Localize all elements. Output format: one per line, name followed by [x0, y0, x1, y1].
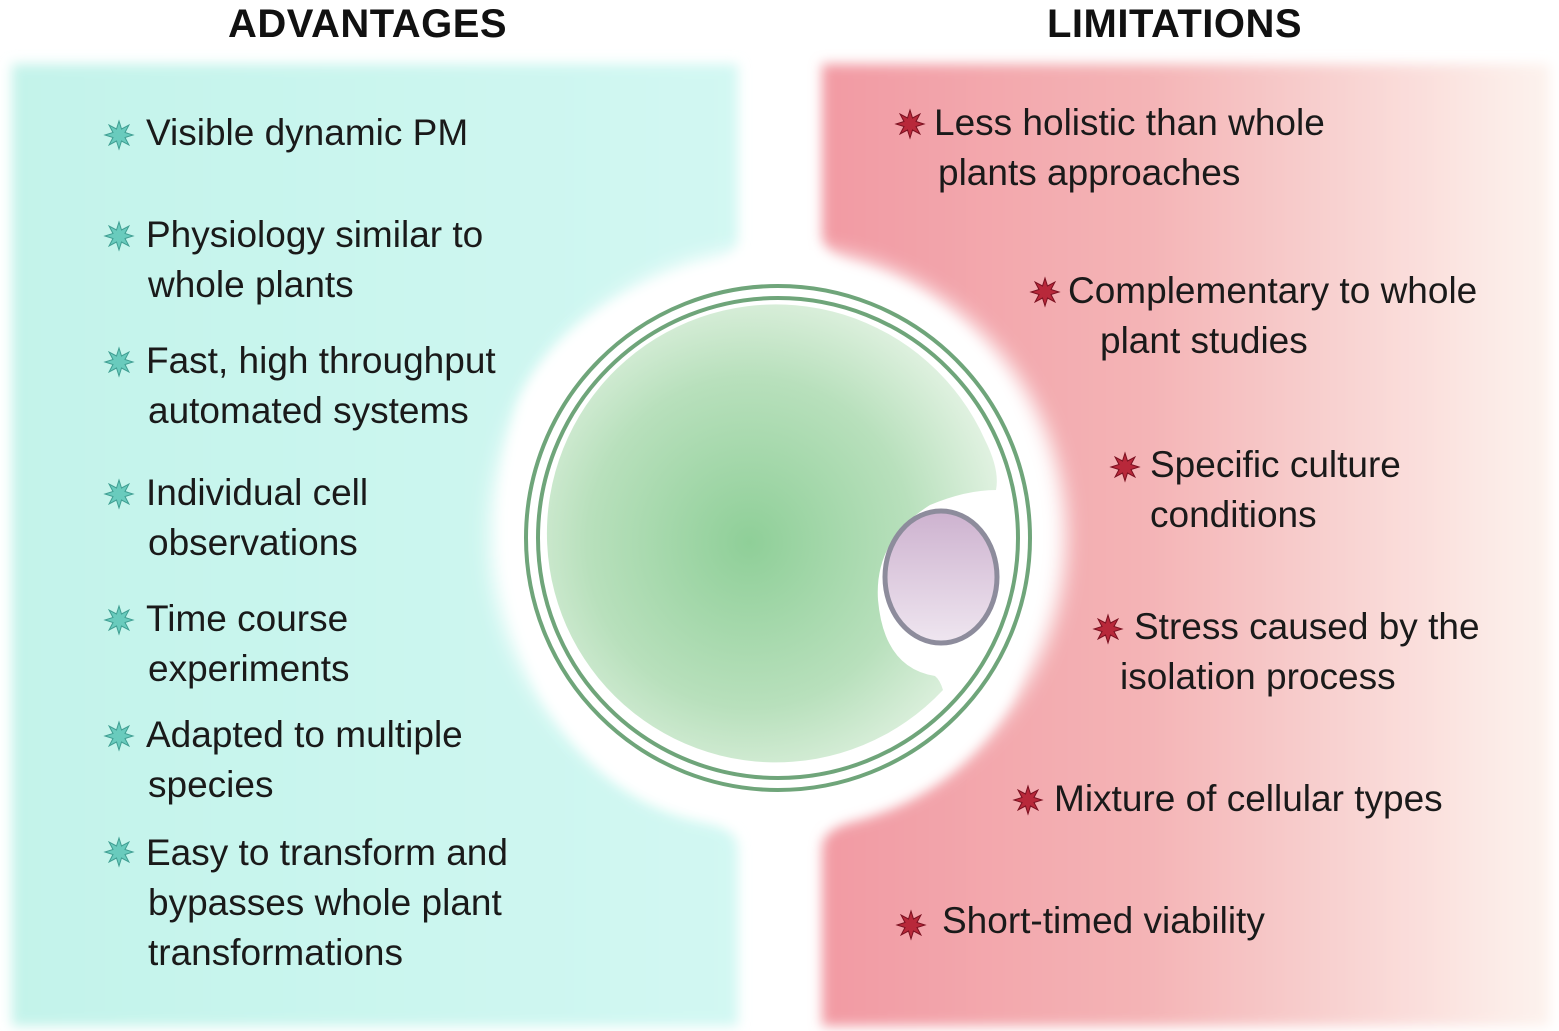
limitations-heading: LIMITATIONS	[1047, 2, 1303, 46]
limitations-star-icon	[1029, 276, 1061, 308]
advantages-item-line: Visible dynamic PM	[146, 112, 469, 153]
limitations-panel	[822, 64, 1550, 1026]
limitations-star-icon	[1012, 784, 1044, 816]
limitations-star-icon	[895, 909, 927, 941]
limitations-star-icon	[894, 108, 926, 140]
advantages-item: Fast, high throughput automated systems	[146, 336, 496, 436]
advantages-star-icon	[103, 720, 135, 752]
limitations-item-line: Complementary to whole	[1068, 270, 1478, 311]
limitations-item: Mixture of cellular types	[1054, 774, 1443, 824]
cytoplasm	[546, 304, 997, 763]
advantages-item: Physiology similar to whole plants	[146, 210, 483, 310]
advantages-item: Individual cell observations	[146, 468, 368, 568]
limitations-item-line: Mixture of cellular types	[1054, 778, 1443, 819]
limitations-star-icon	[1109, 451, 1141, 483]
advantages-heading: ADVANTAGES	[228, 2, 508, 46]
limitations-star-icon	[1092, 613, 1124, 645]
limitations-item-line: plants approaches	[938, 152, 1241, 193]
advantages-star-icon	[103, 220, 135, 252]
advantages-item-line: experiments	[148, 648, 350, 689]
advantages-star-icon	[103, 346, 135, 378]
limitations-item-line: Stress caused by the	[1134, 606, 1480, 647]
limitations-item: Stress caused by the isolation process	[1120, 602, 1480, 702]
advantages-item-line: species	[148, 764, 274, 805]
limitations-item-line: conditions	[1150, 494, 1317, 535]
advantages-item-line: Time course	[146, 598, 349, 639]
advantages-item-line: Fast, high throughput	[146, 340, 496, 381]
advantages-star-icon	[103, 478, 135, 510]
advantages-item-line: whole plants	[148, 264, 354, 305]
advantages-star-icon	[103, 604, 135, 636]
advantages-star-icon	[103, 119, 135, 151]
advantages-item-line: bypasses whole plant	[148, 882, 502, 923]
advantages-item: Visible dynamic PM	[146, 108, 468, 158]
limitations-item-line: isolation process	[1120, 656, 1396, 697]
limitations-item-line: Specific culture	[1150, 444, 1401, 485]
limitations-item-line: Less holistic than whole	[934, 102, 1325, 143]
advantages-item: Easy to transform and bypasses whole plan…	[146, 828, 508, 978]
nucleus	[882, 508, 1000, 646]
advantages-item-line: automated systems	[148, 390, 469, 431]
limitations-item: Short-timed viability	[942, 896, 1265, 946]
limitations-item: Complementary to whole plant studies	[1068, 266, 1477, 366]
limitations-item-line: Short-timed viability	[942, 900, 1265, 941]
advantages-item-line: transformations	[148, 932, 403, 973]
advantages-item: Adapted to multiple species	[146, 710, 463, 810]
advantages-item-line: Easy to transform and	[146, 832, 508, 873]
advantages-item-line: Individual cell	[146, 472, 369, 513]
advantages-item-line: observations	[148, 522, 358, 563]
limitations-item-line: plant studies	[1100, 320, 1308, 361]
advantages-panel	[12, 64, 738, 1026]
limitations-item: Less holistic than whole plants approache…	[934, 98, 1325, 198]
limitations-item: Specific culture conditions	[1150, 440, 1401, 540]
advantages-item: Time course experiments	[146, 594, 350, 694]
advantages-item-line: Physiology similar to	[146, 214, 484, 255]
advantages-item-line: Adapted to multiple	[146, 714, 463, 755]
advantages-star-icon	[103, 836, 135, 868]
